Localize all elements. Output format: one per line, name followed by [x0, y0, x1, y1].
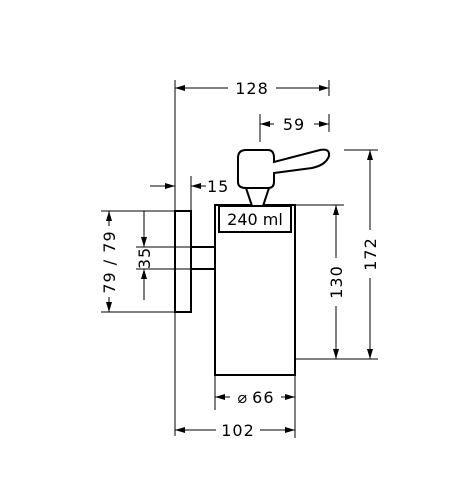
container-body [214, 204, 296, 376]
wall-plate [174, 210, 192, 313]
dim-base-width [175, 410, 296, 438]
mount-arm [190, 246, 216, 270]
label-wall-plate-depth: 15 [207, 177, 229, 196]
label-wall-plate-height: 79 / 79 [100, 230, 119, 293]
label-overall-depth: 128 [235, 79, 269, 98]
dim-diameter [214, 375, 296, 410]
label-diameter: ⌀66 [238, 388, 275, 407]
soap-dispenser-outline [174, 148, 331, 376]
pump-head [237, 148, 331, 189]
dim-overall-depth [174, 80, 330, 436]
dim-mount-height [136, 211, 191, 300]
label-capacity: 240 ml [227, 210, 283, 229]
dim-total-height [344, 149, 378, 360]
pump-neck [244, 187, 271, 207]
label-base-width: 102 [221, 421, 255, 440]
label-mount-height: 35 [135, 247, 154, 269]
label-container-height: 130 [327, 265, 346, 299]
dim-container-height [295, 204, 344, 360]
label-band [218, 205, 292, 233]
dim-pump-spout [259, 114, 330, 142]
diameter-value: 66 [252, 388, 274, 407]
label-pump-spout: 59 [283, 115, 305, 134]
diameter-symbol: ⌀ [238, 388, 249, 407]
dim-wall-plate-depth [150, 176, 206, 210]
dim-wall-plate-height [101, 210, 175, 313]
label-total-height: 172 [361, 237, 380, 271]
